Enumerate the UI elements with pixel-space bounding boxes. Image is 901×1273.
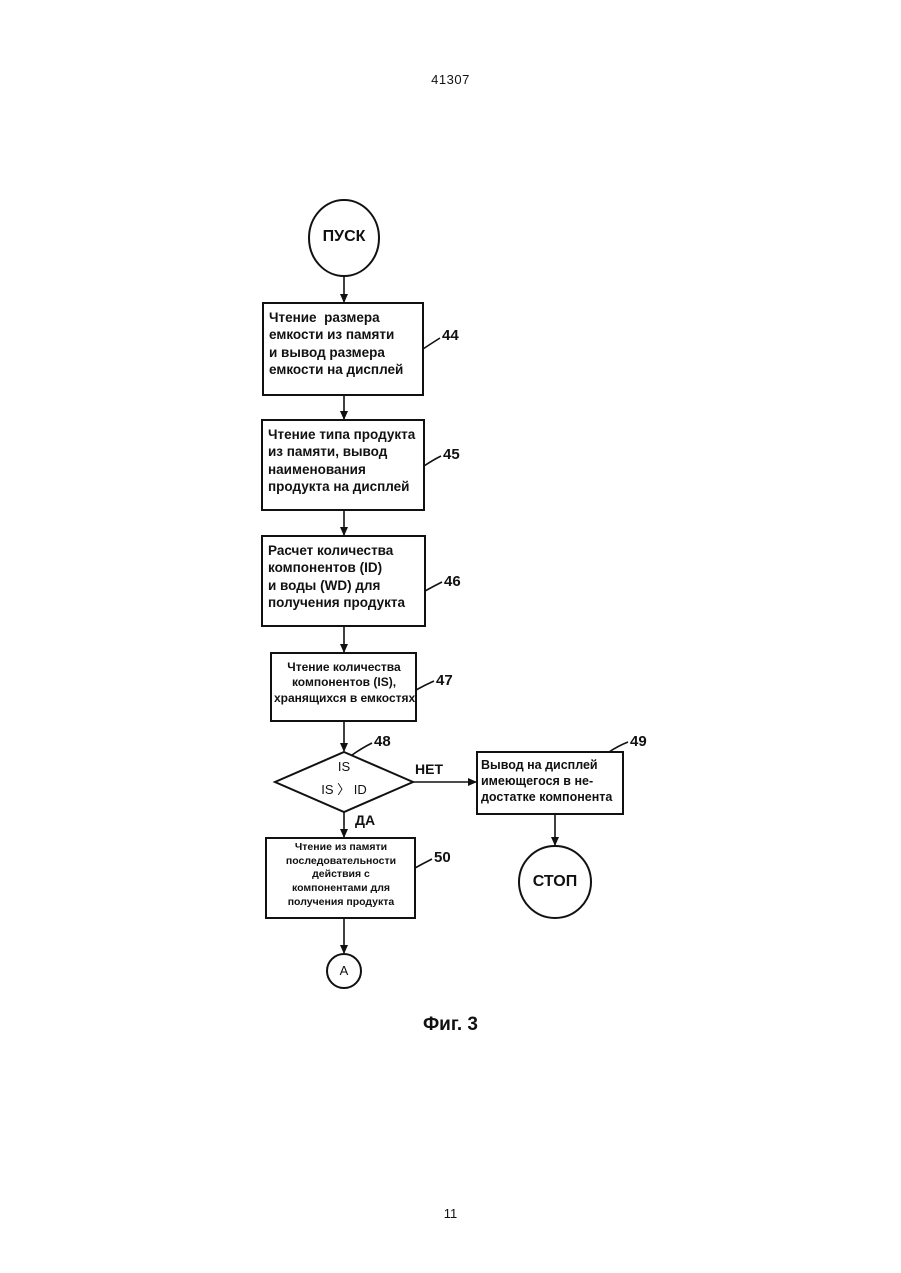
ref-49: 49 bbox=[630, 733, 647, 750]
decision-top-text: IS bbox=[324, 759, 364, 774]
decision-condition-text: IS 〉 ID bbox=[309, 779, 379, 798]
leader-50 bbox=[415, 859, 432, 868]
step46-text: Расчет количества компонентов (ID) и вод… bbox=[268, 542, 423, 611]
leader-47 bbox=[416, 681, 434, 690]
edge-label-yes: ДА bbox=[355, 812, 375, 828]
step49-text: Вывод на дисплей имеющегося в не- достат… bbox=[481, 757, 621, 805]
ref-45: 45 bbox=[443, 446, 460, 463]
leader-48 bbox=[352, 743, 372, 755]
leader-44 bbox=[423, 338, 440, 349]
ref-44: 44 bbox=[442, 327, 459, 344]
edge-label-no: НЕТ bbox=[415, 761, 443, 777]
ref-46: 46 bbox=[444, 573, 461, 590]
leader-46 bbox=[425, 582, 442, 591]
ref-47: 47 bbox=[436, 672, 453, 689]
step50-text: Чтение из памяти последовательности дейс… bbox=[268, 841, 414, 909]
page-number-bottom: 11 bbox=[0, 1206, 901, 1221]
connector-a-label: А bbox=[330, 963, 358, 978]
leader-45 bbox=[424, 456, 441, 466]
stop-node-label: СТОП bbox=[519, 873, 591, 891]
ref-48: 48 bbox=[374, 733, 391, 750]
ref-50: 50 bbox=[434, 849, 451, 866]
figure-caption: Фиг. 3 bbox=[0, 1014, 901, 1036]
start-node-label: ПУСК bbox=[309, 228, 379, 246]
step47-text: Чтение количества компонентов (IS), хран… bbox=[274, 660, 414, 706]
step44-text: Чтение размера емкости из памяти и вывод… bbox=[269, 309, 419, 378]
leader-49 bbox=[609, 742, 628, 752]
step45-text: Чтение типа продукта из памяти, вывод на… bbox=[268, 426, 422, 495]
